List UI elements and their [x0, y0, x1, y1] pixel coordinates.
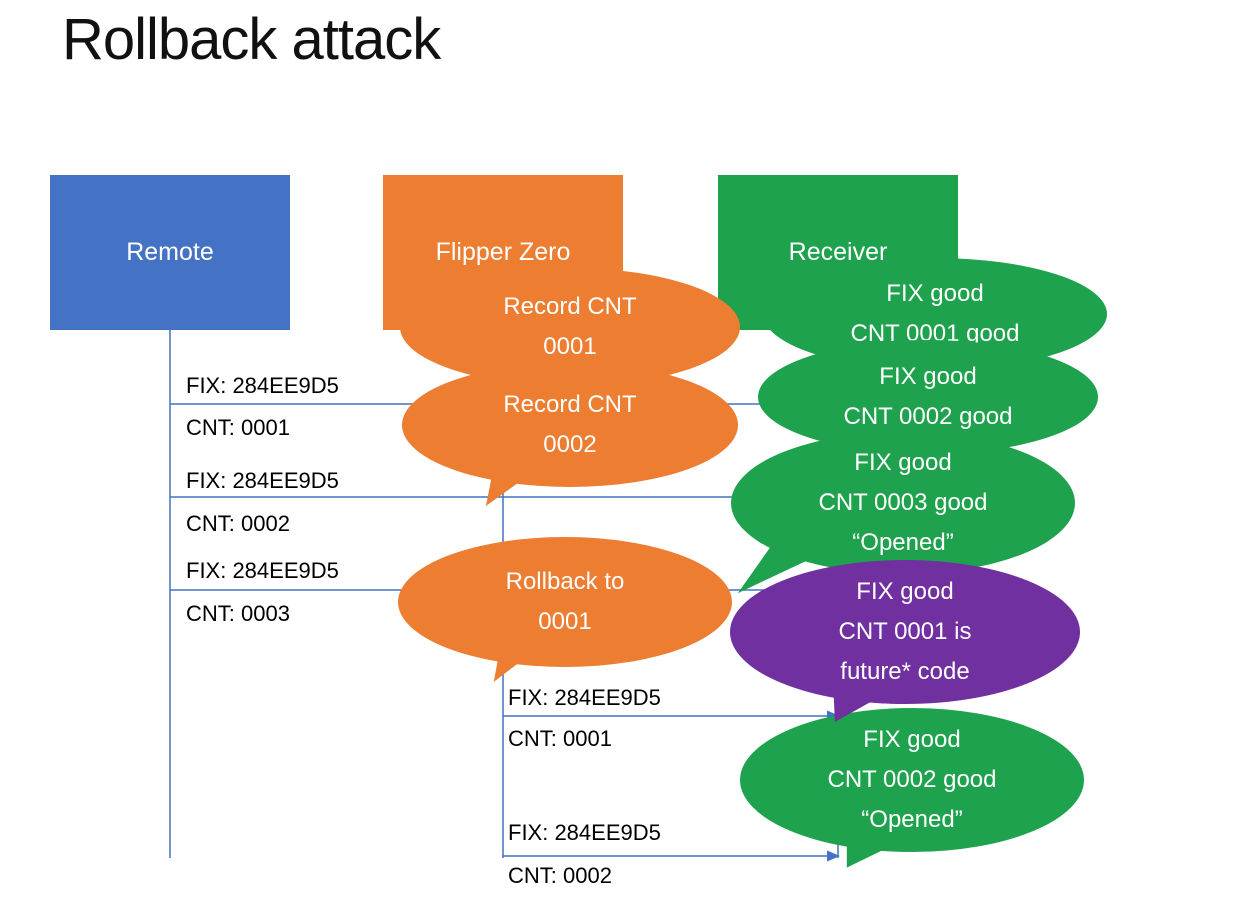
message-2-cnt-label: CNT: 0002 — [186, 511, 290, 536]
callout-rollback-to-0001: Rollback to 0001 — [398, 537, 732, 682]
message-5-cnt-label: CNT: 0002 — [508, 863, 612, 888]
callout-fix-good-cnt-0002-good-opened: FIX good CNT 0002 good “Opened” — [740, 708, 1084, 868]
callout-text: FIX good CNT 0002 good — [843, 363, 1013, 430]
message-4-fix-label: FIX: 284EE9D5 — [508, 685, 661, 710]
actor-flipper-zero-label: Flipper Zero — [435, 238, 571, 266]
callout-record-cnt-0002: Record CNT 0002 — [402, 363, 738, 506]
callout-ellipse — [731, 432, 1075, 574]
message-2-fix-label: FIX: 284EE9D5 — [186, 468, 339, 493]
callout-ellipse — [398, 537, 732, 667]
message-1-cnt-label: CNT: 0001 — [186, 415, 290, 440]
message-3-fix-label: FIX: 284EE9D5 — [186, 558, 339, 583]
message-4-cnt-label: CNT: 0001 — [508, 726, 612, 751]
callout-ellipse — [730, 560, 1080, 704]
message-3-cnt-label: CNT: 0003 — [186, 601, 290, 626]
actor-remote-label: Remote — [126, 238, 214, 266]
callout-text: FIX good CNT 0001 is future* code — [838, 578, 972, 685]
callout-ellipse — [402, 363, 738, 487]
callout-text: Record CNT 0002 — [503, 391, 637, 458]
callout-text: Record CNT 0001 — [503, 293, 637, 360]
actor-remote: Remote — [50, 175, 290, 330]
message-1-fix-label: FIX: 284EE9D5 — [186, 373, 339, 398]
callout-fix-good-cnt-0001-is-future-code: FIX good CNT 0001 is future* code — [730, 560, 1080, 722]
callout-fix-good-cnt-0003-good-opened: FIX good CNT 0003 good “Opened” — [731, 432, 1075, 594]
callout-ellipse — [740, 708, 1084, 852]
page-title: Rollback attack — [62, 7, 441, 72]
callout-text: Rollback to 0001 — [505, 568, 625, 635]
message-5-fix-label: FIX: 284EE9D5 — [508, 820, 661, 845]
callout-text: FIX good CNT 0003 good “Opened” — [818, 449, 988, 556]
callout-text: FIX good CNT 0002 good “Opened” — [827, 726, 997, 833]
